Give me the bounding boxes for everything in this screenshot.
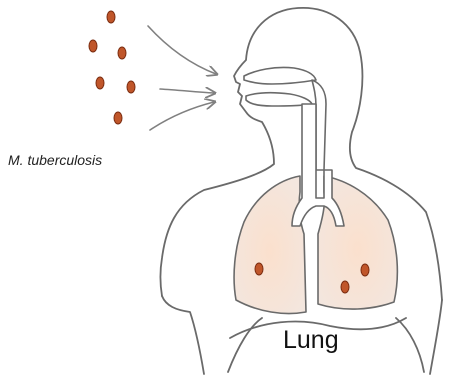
bacterium bbox=[127, 81, 135, 93]
arrow-icon bbox=[160, 89, 214, 93]
left-lung bbox=[234, 176, 306, 314]
bacterium bbox=[341, 281, 349, 293]
bacterium bbox=[118, 47, 126, 59]
bacterium bbox=[255, 263, 263, 275]
arrow-icon bbox=[148, 26, 216, 74]
bacterium bbox=[107, 11, 115, 23]
inhalation-arrows bbox=[148, 26, 216, 130]
left-arm-outline bbox=[162, 296, 204, 374]
nasal-cavity bbox=[244, 67, 316, 84]
bacteria-label: M. tuberculosis bbox=[8, 152, 178, 168]
lung-label: Lung bbox=[283, 326, 383, 355]
bacterium bbox=[361, 264, 369, 276]
airborne-bacteria bbox=[89, 11, 135, 124]
bacterium bbox=[96, 77, 104, 89]
right-arm-outline bbox=[430, 300, 442, 374]
bacterium bbox=[114, 112, 122, 124]
arrow-icon bbox=[150, 102, 214, 130]
bacterium bbox=[89, 40, 97, 52]
